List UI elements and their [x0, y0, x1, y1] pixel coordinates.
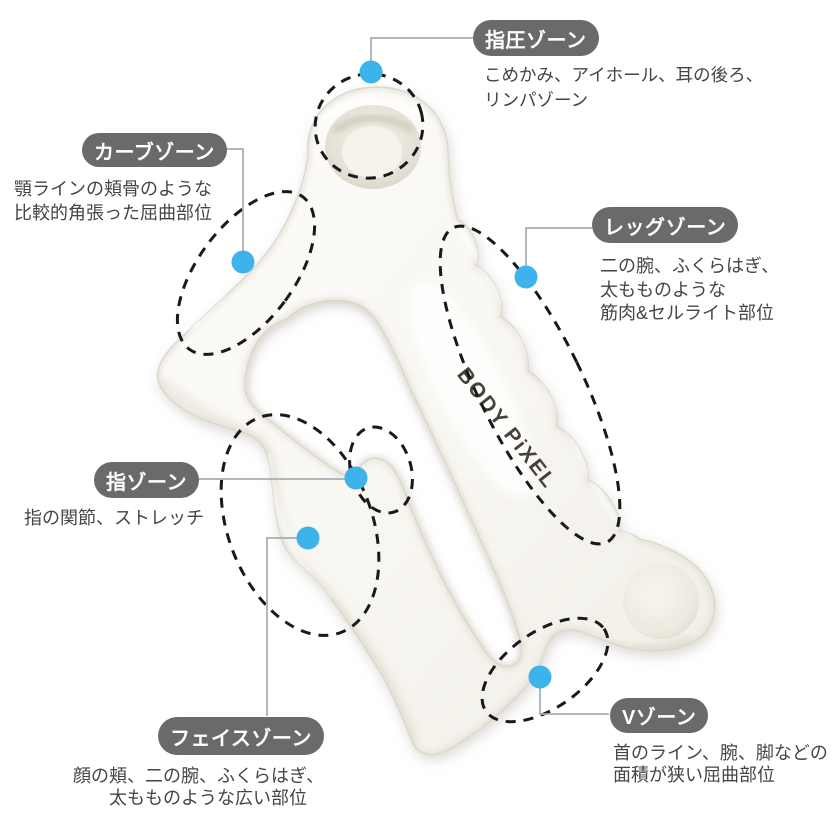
zone-markers [175, 37, 622, 724]
curve-zone-description: 顎ラインの頬骨のような 比較的角張った屈曲部位 [14, 179, 212, 223]
finger-zone-label: 指ゾーン [94, 462, 199, 498]
v-zone-description: 首のライン、腕、脚などの 面積が狭い屈曲部位 [613, 743, 828, 785]
face-zone-description: 顔の頬、二の腕、ふくらはぎ、 太もものような広い部位 [73, 766, 325, 808]
leg-connector-line [525, 227, 592, 277]
curve-zone-outline [175, 190, 317, 356]
face-point-dot [296, 526, 320, 550]
foot-dimple [623, 563, 699, 639]
leg-zone-description: 二の腕、ふくらはぎ、 太もものような 筋肉&セルライト部位 [600, 256, 780, 324]
face-zone-label: フェイスゾーン [158, 717, 324, 755]
finger-zone-description: 指の関節、ストレッチ [24, 508, 204, 528]
v-zone-label: Vゾーン [610, 698, 709, 733]
curve-zone-label: カーブゾーン [82, 133, 227, 167]
massage-tool: BODY PiXEL [156, 86, 716, 756]
curve-connector-line [226, 148, 244, 262]
v-zone-outline [480, 616, 610, 724]
curve-point-dot [231, 250, 255, 274]
face-connector-line [266, 537, 308, 716]
leg-zone-outline [438, 224, 622, 546]
v-point-dot [528, 665, 552, 689]
leg-point-dot [514, 265, 538, 289]
shiatsu-zone-outline [313, 72, 425, 180]
v-connector-line [539, 677, 609, 715]
shiatsu-point-dot [359, 60, 383, 84]
face-zone-outline [219, 413, 381, 637]
shiatsu-zone-label: 指圧ゾーン [473, 20, 599, 56]
leg-zone-label: レッグゾーン [592, 207, 739, 243]
shiatsu-zone-description: こめかみ、アイホール、耳の後ろ、 リンパゾーン [484, 65, 764, 110]
shiatsu-connector-line [370, 37, 473, 72]
finger-point-dot [344, 466, 368, 490]
